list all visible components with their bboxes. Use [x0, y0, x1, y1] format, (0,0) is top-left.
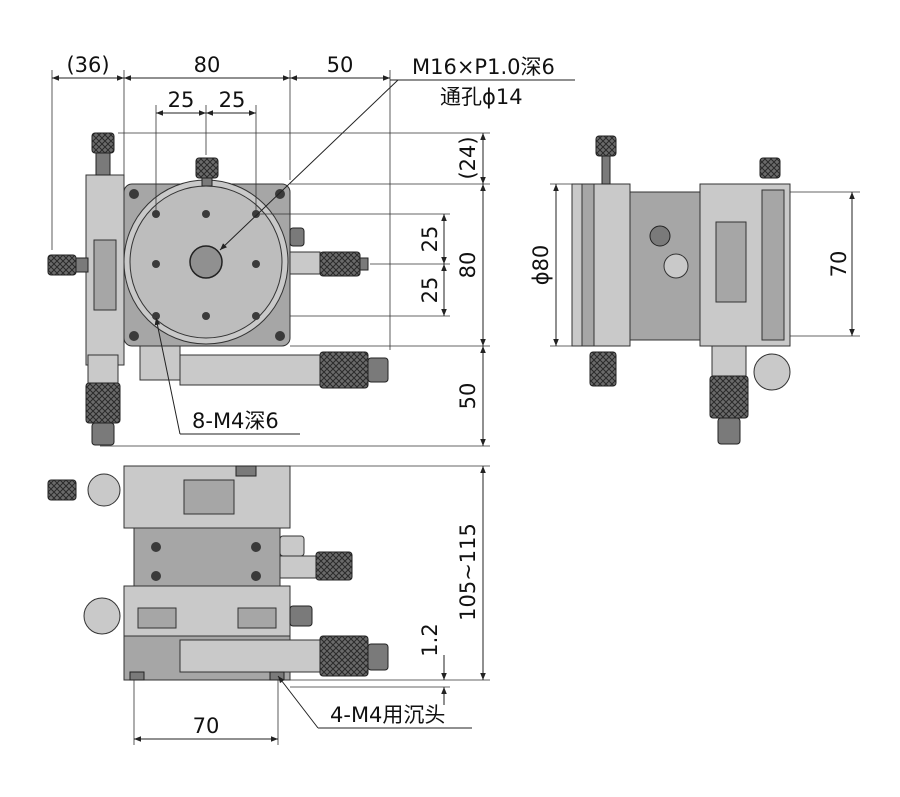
dim-70-bottom: 70	[193, 714, 220, 738]
side-top-knob-left	[595, 135, 617, 157]
micrometer-sleeve	[179, 354, 321, 386]
dim-80-top: 80	[194, 53, 221, 77]
front-micrometer-sleeve	[279, 555, 317, 579]
thread-callout-line2: 通孔ϕ14	[440, 85, 523, 109]
dim-phi80: ϕ80	[529, 245, 553, 286]
corner-hole	[129, 331, 139, 341]
front-view	[47, 465, 389, 681]
thread-callout-line1: M16×P1.0深6	[412, 55, 555, 79]
front-top-block	[183, 479, 235, 515]
dim-24: (24)	[456, 136, 480, 179]
front-left-knob-top	[47, 479, 77, 501]
micrometer-end	[359, 257, 369, 271]
side-top-knob-right	[759, 157, 781, 179]
front-base-micrometer-end	[367, 643, 389, 671]
front-foot	[269, 671, 285, 681]
side-clamp	[649, 225, 671, 247]
front-view-dimensions: 105~115 1.2 70 4-M4用沉头	[133, 465, 490, 745]
side-small-thimble	[589, 351, 617, 387]
plate-top-knob	[195, 157, 219, 179]
dim-25-a: 25	[168, 88, 195, 112]
top-left-knob	[91, 132, 115, 154]
plate-right-knob	[289, 227, 305, 247]
top-left-side-knob	[47, 254, 77, 276]
dim-70-side: 70	[827, 251, 851, 278]
top-right-micrometer	[289, 251, 369, 277]
top-left-side-knob-stem	[75, 257, 89, 273]
side-micrometer-sleeve	[711, 345, 747, 377]
corner-hole	[129, 189, 139, 199]
front-base-micrometer-sleeve	[179, 639, 321, 673]
plate-top-knob-stem	[201, 177, 213, 187]
front-screw-pair	[137, 607, 177, 629]
dim-25-vertical-2: 25	[418, 277, 442, 304]
top-left-micrometer	[85, 354, 121, 446]
top-view	[47, 132, 389, 446]
holes-8-callout: 8-M4深6	[192, 409, 279, 433]
micrometer-sleeve	[289, 251, 321, 275]
dim-80-vertical: 80	[456, 252, 480, 279]
micrometer-thimble	[85, 382, 121, 424]
dim-105-115: 105~115	[456, 523, 480, 621]
corner-hole	[275, 189, 285, 199]
micrometer-thimble	[319, 251, 361, 277]
dim-36: (36)	[66, 53, 109, 77]
top-left-knob-stem	[95, 151, 111, 176]
front-right-knob	[279, 535, 305, 557]
front-foot	[129, 671, 145, 681]
mounting-holes	[152, 210, 260, 320]
front-base-micrometer-thimble	[319, 635, 369, 677]
corner-hole	[275, 331, 285, 341]
dim-25-b: 25	[219, 88, 246, 112]
micrometer-thimble	[319, 351, 369, 389]
side-scale	[715, 221, 747, 303]
dim-1-2: 1.2	[418, 623, 442, 656]
front-top-lever	[235, 465, 257, 477]
side-round-plug	[663, 253, 689, 279]
micrometer-sleeve	[87, 354, 119, 384]
top-left-slide-inner	[93, 239, 117, 311]
center-through-hole	[189, 245, 223, 279]
front-round-knob-bottom	[83, 597, 121, 635]
side-micrometer-thimble	[709, 375, 749, 419]
micrometer-end	[367, 357, 389, 383]
top-bottom-micrometer	[139, 345, 389, 389]
micrometer-block	[139, 345, 181, 381]
holes-4-callout: 4-M4用沉头	[330, 703, 445, 727]
side-table-rim	[581, 183, 595, 347]
micrometer-end	[91, 422, 115, 446]
front-micrometer-thimble	[315, 551, 353, 581]
front-round-knob-top	[87, 473, 121, 507]
side-view	[571, 135, 791, 445]
side-round-knob	[753, 353, 791, 391]
side-micrometer-end	[717, 417, 741, 445]
side-top-knob-left-stem	[601, 155, 611, 185]
dim-50-top: 50	[327, 53, 354, 77]
side-view-dimensions: ϕ80 70	[529, 183, 860, 347]
front-screw-pair	[237, 607, 277, 629]
front-lower-knob	[289, 605, 313, 627]
side-rail	[761, 189, 785, 341]
dim-50-vertical: 50	[456, 383, 480, 410]
side-table	[571, 183, 631, 347]
top-view-dimensions: (36) 80 50 25 25 M16×P1.0深6 通孔ϕ14 (24) 8…	[51, 53, 575, 447]
dim-25-vertical-1: 25	[418, 226, 442, 253]
